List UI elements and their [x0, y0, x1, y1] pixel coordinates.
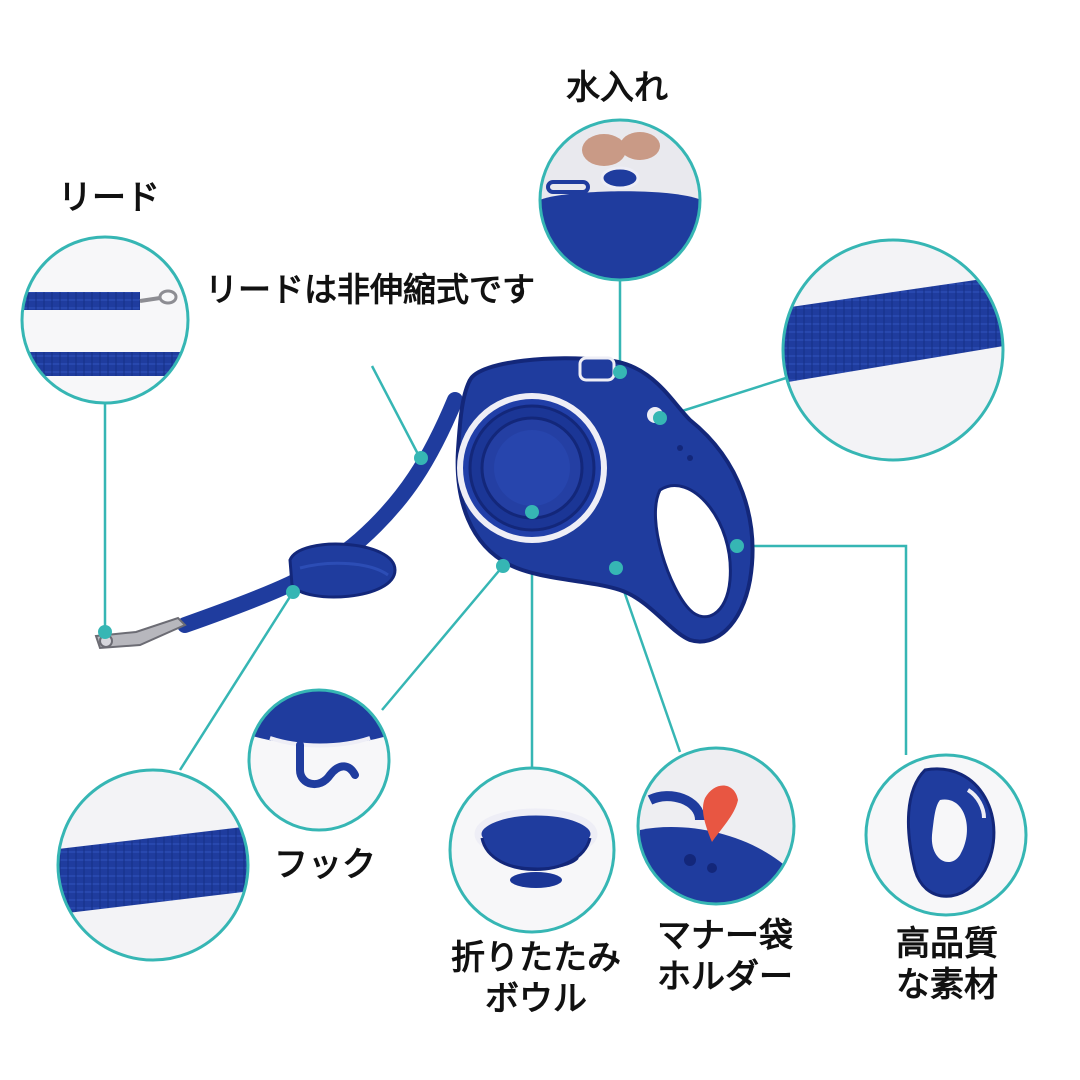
bowl-label: 折りたたみ ボウル	[451, 938, 621, 1020]
water-label: 水入れ	[566, 68, 668, 108]
bag-connector	[614, 567, 682, 753]
lead-label: リード	[58, 178, 160, 218]
material-label: 高品質 な素材	[896, 924, 998, 1006]
hook-connector	[381, 565, 504, 711]
lead-detail-circle	[20, 235, 190, 405]
connector-lines	[103, 280, 908, 771]
strap-closeup-circle	[56, 768, 250, 962]
water-detail-circle	[538, 118, 702, 282]
leash-device	[455, 356, 755, 644]
handle-detail-circle	[864, 753, 1028, 917]
leash-strap	[177, 392, 463, 633]
strap-texture-circle	[781, 238, 1005, 462]
non-retractable-label: リードは非伸縮式です	[205, 270, 535, 309]
non-retractable-connector	[370, 365, 422, 459]
material-connector	[737, 544, 908, 755]
strap2-connector	[178, 591, 295, 771]
hook-detail-circle	[247, 688, 391, 832]
bowl-detail-circle	[448, 766, 616, 934]
bag-holder-label: マナー袋 ホルダー	[657, 916, 793, 998]
connector-dots	[98, 365, 744, 639]
hook-label: フック	[274, 845, 376, 885]
bag-holder-detail-circle	[636, 746, 796, 906]
